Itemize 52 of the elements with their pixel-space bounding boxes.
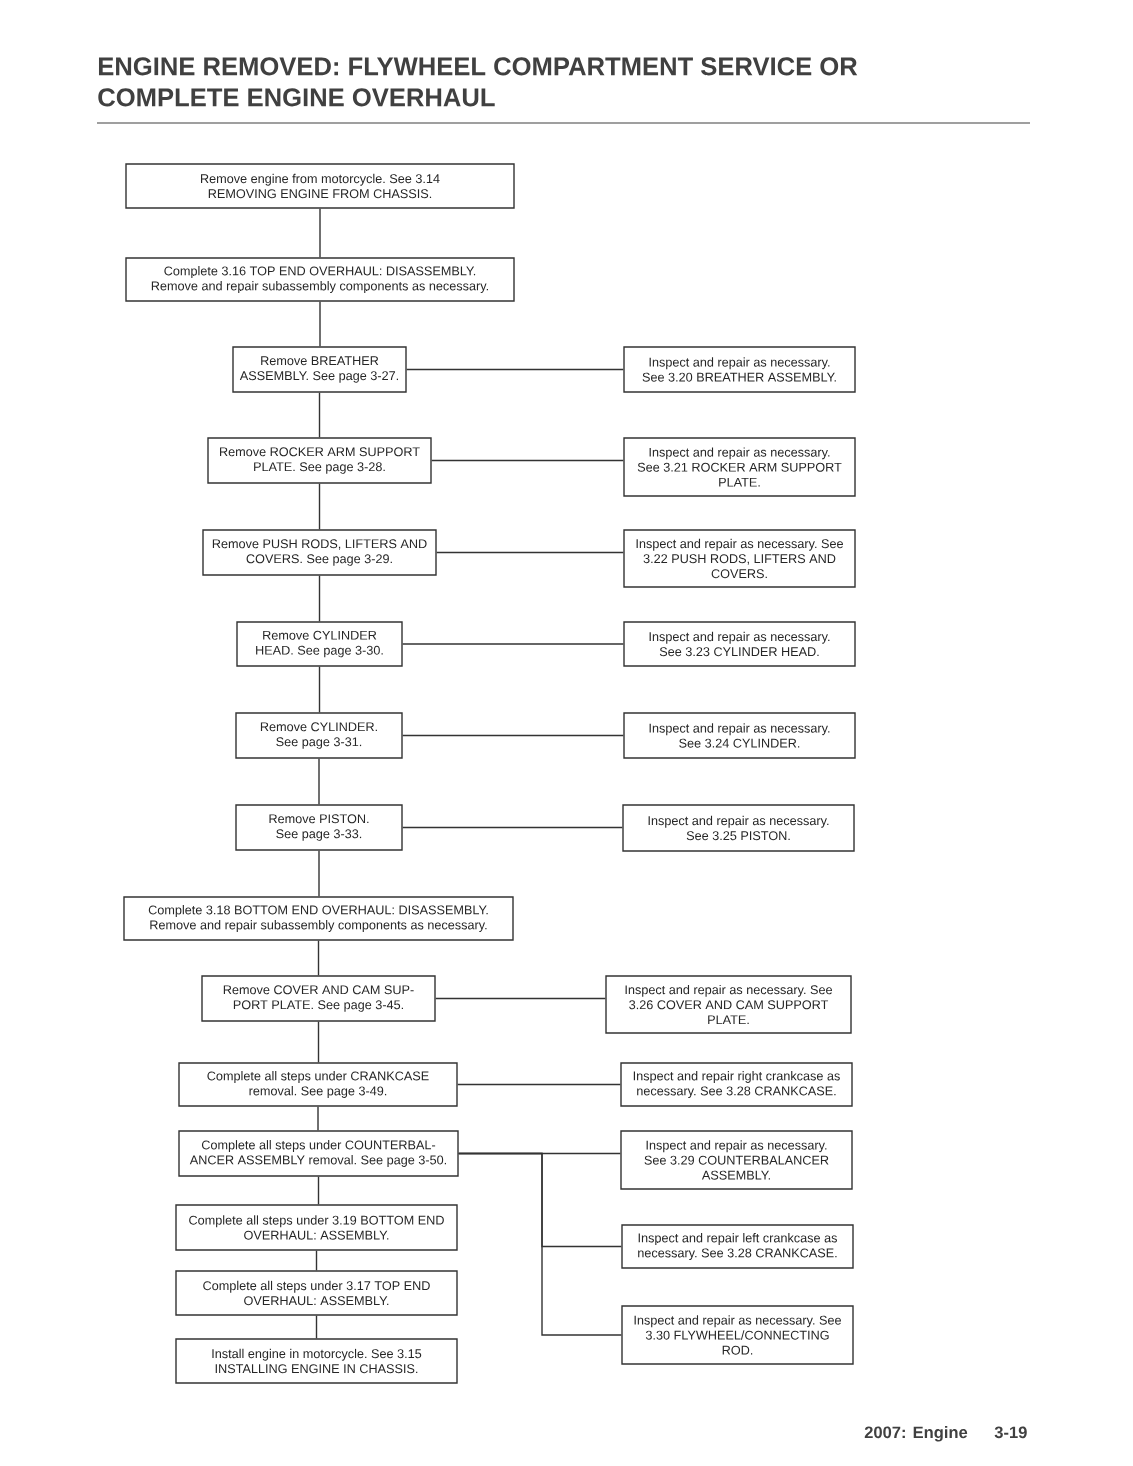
connector-line bbox=[317, 1021, 320, 1063]
connector-line bbox=[457, 1083, 621, 1086]
process-box: Inspect and repair as necessary. See 3.20 BREATHER ASSEMBLY. bbox=[623, 346, 856, 393]
process-box: Complete all steps under COUNTERBAL- ANCER ASSEMBLY removal. See page 3-50. bbox=[178, 1130, 459, 1177]
process-box: Remove ROCKER ARM SUPPORT PLATE. See page 3-28. bbox=[207, 437, 432, 484]
process-box: Complete 3.18 BOTTOM END OVERHAUL: DISASSEMBLY. Remove and repair subassembly components as necessary. bbox=[123, 896, 514, 941]
footer-text: 2007: Engine bbox=[864, 1426, 968, 1442]
connector-line bbox=[317, 940, 320, 976]
process-box: Remove BREATHER ASSEMBLY. See page 3-27. bbox=[232, 346, 407, 393]
process-box: Inspect and repair as necessary. See 3.24 CYLINDER. bbox=[623, 712, 856, 759]
connector-line bbox=[319, 301, 321, 347]
connector-line bbox=[319, 208, 321, 258]
connector-line bbox=[318, 392, 321, 438]
process-box: Inspect and repair as necessary. See 3.29 COUNTERBALANCER ASSEMBLY. bbox=[620, 1130, 853, 1190]
connector-line bbox=[436, 551, 624, 554]
process-box: Complete all steps under 3.19 BOTTOM END OVERHAUL: ASSEMBLY. bbox=[175, 1204, 458, 1251]
process-box: Complete all steps under 3.17 TOP END OVERHAUL: ASSEMBLY. bbox=[175, 1270, 458, 1316]
connector-line bbox=[315, 1315, 318, 1339]
process-box: Inspect and repair left crankcase as necessary. See 3.28 CRANKCASE. bbox=[621, 1224, 854, 1269]
connector-line bbox=[315, 1250, 318, 1271]
connector-line bbox=[317, 1176, 320, 1205]
connector-line bbox=[402, 826, 623, 829]
connector-line bbox=[458, 1152, 622, 1336]
process-box: Remove engine from motorcycle. See 3.14 REMOVING ENGINE FROM CHASSIS. bbox=[125, 163, 515, 209]
connector-line bbox=[318, 666, 321, 713]
process-box: Remove CYLINDER HEAD. See page 3-30. bbox=[236, 621, 403, 667]
process-box: Install engine in motorcycle. See 3.15 INSTALLING ENGINE IN CHASSIS. bbox=[175, 1338, 458, 1384]
connector-line bbox=[406, 368, 624, 371]
connector-line bbox=[318, 758, 320, 805]
process-box: Inspect and repair as necessary. See 3.21 ROCKER ARM SUPPORT PLATE. bbox=[623, 437, 856, 497]
process-box: Complete 3.16 TOP END OVERHAUL: DISASSEMBLY. Remove and repair subassembly components as necessary. bbox=[125, 257, 515, 302]
connector-line bbox=[318, 575, 321, 622]
process-box: Inspect and repair as necessary. See 3.30 FLYWHEEL/CONNECTING ROD. bbox=[621, 1305, 854, 1365]
connector-line bbox=[402, 643, 624, 645]
process-box: Inspect and repair as necessary. See 3.23 CYLINDER HEAD. bbox=[623, 621, 856, 667]
connector-line bbox=[318, 850, 320, 897]
connector-line bbox=[431, 459, 624, 462]
process-box: Remove COVER AND CAM SUP- PORT PLATE. See page 3-45. bbox=[201, 975, 436, 1022]
page-number: 3-19 bbox=[994, 1426, 1027, 1439]
process-box: Remove PISTON. See page 3-33. bbox=[235, 804, 403, 851]
connector-line bbox=[435, 997, 606, 1000]
connector-line bbox=[317, 1106, 319, 1131]
process-box: Inspect and repair as necessary. See 3.26 COVER AND CAM SUPPORT PLATE. bbox=[605, 975, 852, 1034]
process-box: Inspect and repair right crankcase as necessary. See 3.28 CRANKCASE. bbox=[620, 1062, 853, 1107]
process-box: Inspect and repair as necessary. See 3.22 PUSH RODS, LIFTERS AND COVERS. bbox=[623, 529, 856, 588]
connector-line bbox=[318, 483, 321, 530]
process-box: Remove PUSH RODS, LIFTERS AND COVERS. See page 3-29. bbox=[202, 529, 437, 576]
process-box: Complete all steps under CRANKCASE removal. See page 3-49. bbox=[178, 1062, 458, 1107]
page-title: ENGINE REMOVED: FLYWHEEL COMPARTMENT SERVICE OR COMPLETE ENGINE OVERHAUL bbox=[98, 57, 858, 107]
connector-line bbox=[402, 734, 624, 737]
process-box: Inspect and repair as necessary. See 3.25 PISTON. bbox=[622, 804, 855, 852]
process-box: Remove CYLINDER. See page 3-31. bbox=[235, 712, 403, 759]
